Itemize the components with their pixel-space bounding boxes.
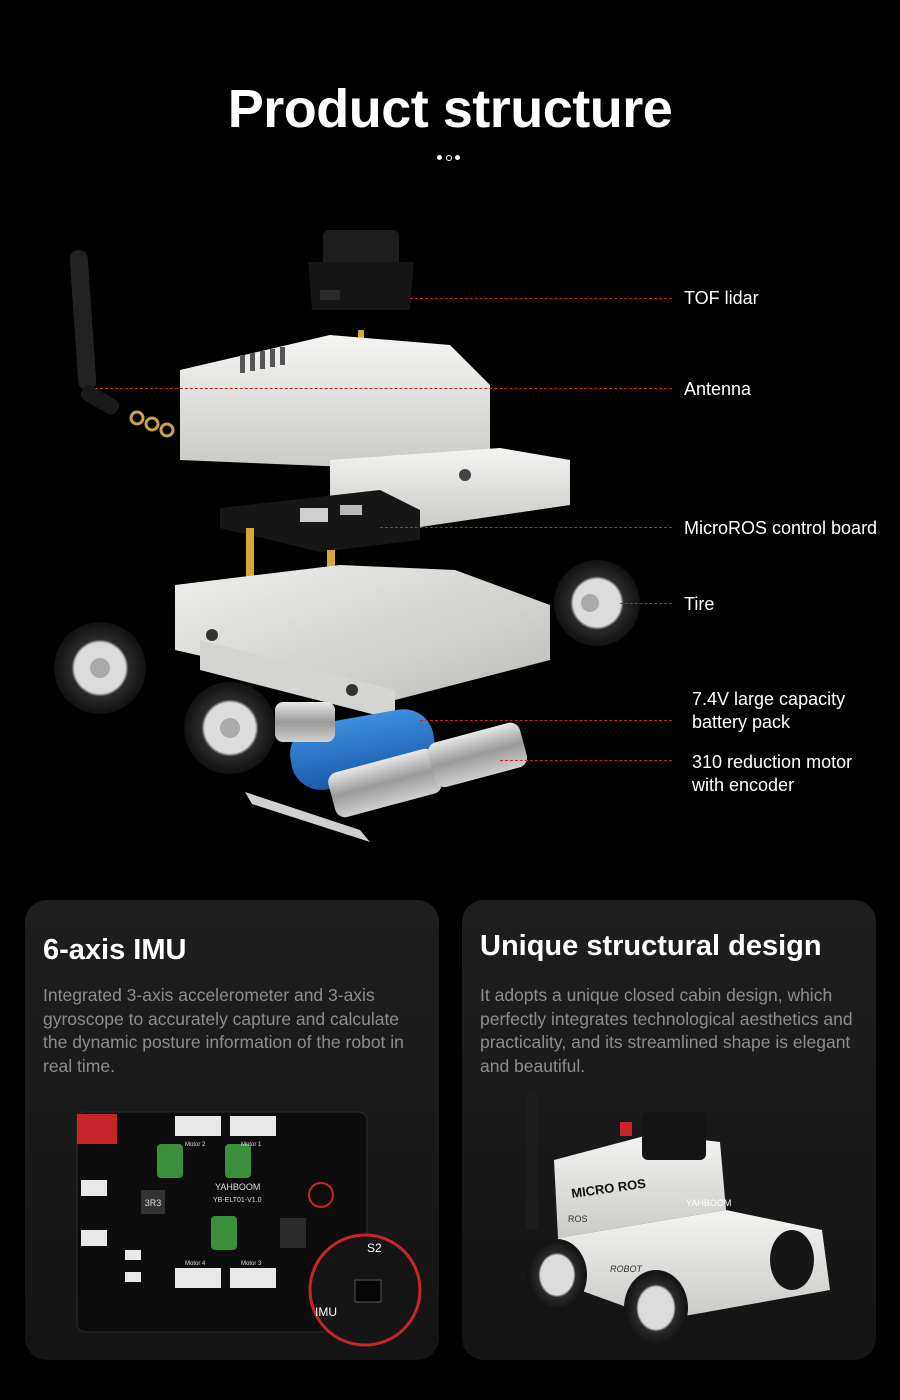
card-structure-body: It adopts a unique closed cabin design, … xyxy=(480,985,853,1076)
callout-tof-lidar: TOF lidar xyxy=(684,288,759,308)
callout-control-board: MicroROS control board xyxy=(684,518,878,538)
exploded-robot-illustration xyxy=(0,220,900,870)
tire-front-left xyxy=(54,622,146,714)
car-robot-label: ROBOT xyxy=(610,1264,644,1274)
board-inductor-label: 3R3 xyxy=(145,1198,162,1208)
leader-tire xyxy=(620,603,672,604)
callout-motor-line1: 310 reduction motor xyxy=(692,752,853,772)
leader-tof-lidar xyxy=(410,298,672,299)
leader-control-board xyxy=(380,527,672,528)
zoom-imu-label: IMU xyxy=(315,1305,337,1319)
callout-antenna: Antenna xyxy=(684,379,752,399)
leader-antenna xyxy=(95,388,672,389)
tof-lidar xyxy=(308,230,414,310)
assembled-robot-image: MICRO ROS YAHBOOM ROS ROBOT xyxy=(526,1090,830,1346)
board-motor2: Motor 2 xyxy=(185,1142,206,1148)
board-brand: YAHBOOM xyxy=(215,1182,260,1192)
callout-tire: Tire xyxy=(684,594,715,614)
callout-motor: 310 reduction motor with encoder xyxy=(692,751,852,797)
callout-motor-line2: with encoder xyxy=(692,775,795,795)
tire-front-center xyxy=(184,682,276,774)
tire-right xyxy=(554,560,640,646)
callout-battery: 7.4V large capacity battery pack xyxy=(692,688,845,734)
board-model: YB-ELT01-V1.0 xyxy=(213,1197,262,1204)
board-motor1: Motor 1 xyxy=(241,1142,262,1148)
card-structure: Unique structural design It adopts a uni… xyxy=(462,900,876,1360)
card-imu: 6-axis IMU Integrated 3-axis acceleromet… xyxy=(25,900,439,1360)
imu-board-image: 3R3 YAHBOOM YB-ELT01-V1.0 Motor 2 Motor … xyxy=(76,1111,422,1347)
board-motor3: Motor 3 xyxy=(241,1261,262,1267)
callout-battery-line1: 7.4V large capacity xyxy=(692,689,846,709)
car-brand: YAHBOOM xyxy=(686,1198,731,1208)
car-side-label: ROS xyxy=(568,1214,588,1224)
leader-motor xyxy=(500,760,672,761)
chassis xyxy=(175,565,550,720)
page-title: Product structure xyxy=(227,79,673,139)
antenna xyxy=(69,250,175,438)
decorative-dots xyxy=(437,154,463,162)
reduction-motor xyxy=(275,702,528,818)
leader-battery xyxy=(420,720,672,721)
card-imu-body: Integrated 3-axis accelerometer and 3-ax… xyxy=(43,985,404,1076)
card-imu-title: 6-axis IMU xyxy=(43,934,187,966)
robot-drawing xyxy=(54,230,640,842)
microros-control-board xyxy=(220,490,420,552)
callout-battery-line2: battery pack xyxy=(692,712,791,732)
card-structure-title: Unique structural design xyxy=(480,930,822,962)
zoom-s2-label: S2 xyxy=(367,1241,382,1255)
board-motor4: Motor 4 xyxy=(185,1261,206,1267)
